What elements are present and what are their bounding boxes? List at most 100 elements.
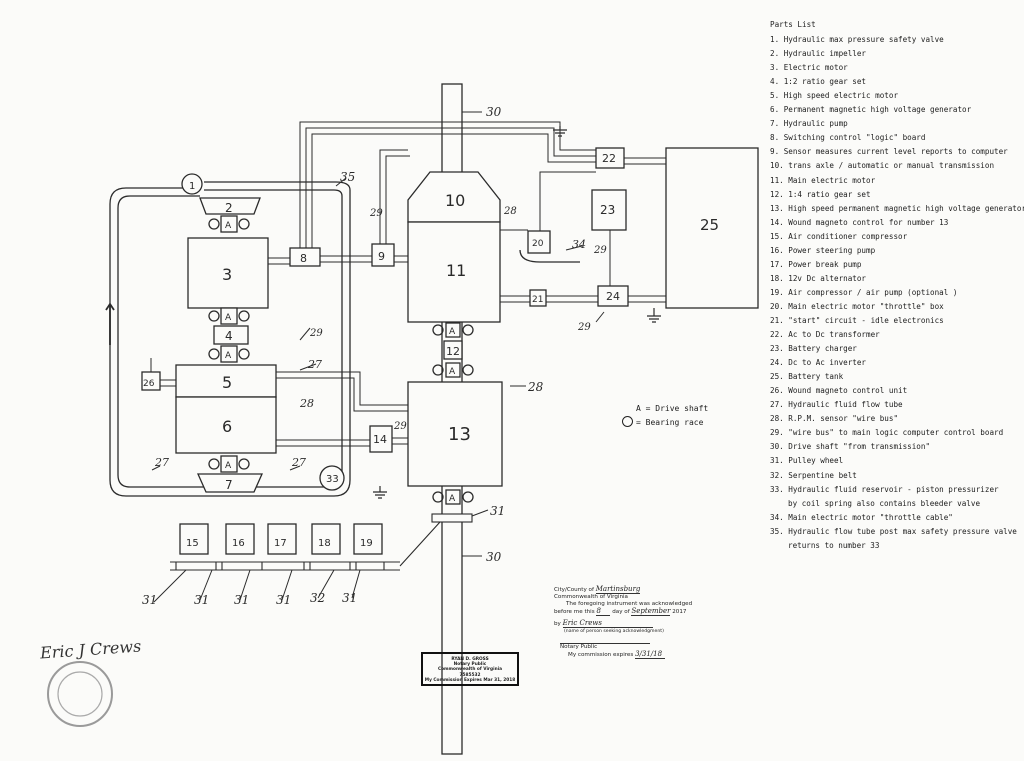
label-29a: 29 bbox=[309, 328, 323, 339]
stamp-name: RYAN D. GROSS bbox=[451, 657, 489, 662]
label-13: 13 bbox=[448, 424, 471, 445]
parts-list-item: 13. High speed permanent magnetic high v… bbox=[770, 203, 1024, 213]
label-4: 4 bbox=[225, 329, 233, 343]
flow-arrow bbox=[105, 302, 115, 345]
ack-line2-prefix: before me this bbox=[554, 609, 595, 615]
ack-expires-value: 3/31/18 bbox=[635, 651, 666, 659]
ground-symbols bbox=[373, 126, 661, 499]
label-30a: 30 bbox=[486, 105, 502, 119]
label-6: 6 bbox=[222, 417, 232, 436]
parts-list-item: 9. Sensor measures current level reports… bbox=[770, 147, 1008, 157]
ack-by: by Eric Crews bbox=[554, 620, 684, 628]
parts-list-item: 7. Hydraulic pump bbox=[770, 119, 848, 129]
bearing-race-icon bbox=[622, 416, 633, 427]
ack-expires: My commission expires 3/31/18 bbox=[554, 651, 684, 659]
label-18: 18 bbox=[318, 538, 331, 549]
parts-list-item: 5. High speed electric motor bbox=[770, 91, 899, 101]
parts-list-item: 35. Hydraulic flow tube post max safety … bbox=[770, 526, 1017, 536]
parts-list-item: 14. Wound magneto control for number 13 bbox=[770, 217, 949, 227]
label-29e: 29 bbox=[393, 421, 407, 432]
parts-list-item: 24. Dc to Ac inverter bbox=[770, 358, 867, 368]
wire-buses bbox=[150, 121, 666, 447]
parts-list-item: by coil spring also contains bleeder val… bbox=[788, 498, 981, 508]
reservoir-33 bbox=[319, 465, 345, 491]
parts-list-item: 11. Main electric motor bbox=[770, 175, 876, 185]
parts-list-item: 25. Battery tank bbox=[770, 372, 844, 382]
parts-list-item: 15. Air conditioner compressor bbox=[770, 231, 908, 241]
battery-tank-25 bbox=[665, 147, 759, 309]
label-a2: A bbox=[225, 313, 232, 323]
label-31c: 31 bbox=[234, 593, 249, 607]
parts-list-item: 22. Ac to Dc transformer bbox=[770, 330, 880, 340]
power-steering-16 bbox=[225, 523, 255, 555]
parts-list-item: 16. Power steering pump bbox=[770, 245, 876, 255]
label-33: 33 bbox=[326, 474, 339, 485]
label-12: 12 bbox=[446, 345, 460, 358]
bearing-races-left bbox=[208, 218, 250, 470]
label-28c: 28 bbox=[503, 206, 517, 217]
label-15: 15 bbox=[186, 538, 199, 549]
ac-compressor-15 bbox=[179, 523, 209, 555]
generator-13 bbox=[407, 381, 503, 487]
ack-city-value: Martinsburg bbox=[595, 585, 641, 594]
start-circuit-21 bbox=[529, 289, 547, 307]
generator-6 bbox=[175, 396, 277, 454]
parts-list-item: 30. Drive shaft "from transmission" bbox=[770, 442, 931, 452]
brake-pump-17 bbox=[267, 523, 297, 555]
leader-lines bbox=[151, 111, 605, 603]
label-31d: 31 bbox=[276, 593, 291, 607]
label-32: 32 bbox=[310, 591, 325, 605]
parts-list-item: 19. Air compressor / air pump (optional … bbox=[770, 287, 958, 297]
parts-list-item: 10. trans axle / automatic or manual tra… bbox=[770, 161, 995, 171]
label-34: 34 bbox=[572, 238, 586, 251]
label-a1: A bbox=[225, 221, 232, 231]
label-19: 19 bbox=[360, 538, 373, 549]
air-pump-19 bbox=[353, 523, 383, 555]
label-a4: A bbox=[225, 461, 232, 471]
bearing-races-right bbox=[432, 324, 474, 503]
label-27b: 27 bbox=[291, 456, 306, 469]
label-35: 35 bbox=[340, 170, 355, 184]
label-17: 17 bbox=[274, 538, 287, 549]
parts-list-item: 12. 1:4 ratio gear set bbox=[770, 189, 871, 199]
label-8: 8 bbox=[300, 252, 307, 265]
logic-board-8 bbox=[289, 247, 321, 267]
label-20: 20 bbox=[532, 239, 544, 249]
label-24: 24 bbox=[606, 290, 620, 303]
label-22: 22 bbox=[602, 152, 616, 165]
legend: A = Drive shaft = Bearing race bbox=[622, 402, 708, 430]
gear-set-12 bbox=[443, 340, 463, 360]
parts-list-item: 26. Wound magneto control unit bbox=[770, 386, 908, 396]
parts-list-item: 32. Serpentine belt bbox=[770, 470, 857, 480]
magneto-control-14 bbox=[369, 425, 393, 453]
label-28a: 28 bbox=[299, 397, 314, 410]
label-27c: 27 bbox=[307, 358, 322, 371]
parts-list-item: 17. Power break pump bbox=[770, 259, 862, 269]
ack-city-label: City/County of bbox=[554, 587, 594, 593]
ack-day: 8 bbox=[596, 608, 611, 616]
ack-name-note: (name of person seeking acknowledgment) bbox=[564, 629, 664, 634]
stamp-reg: 7585532 bbox=[459, 672, 481, 678]
parts-list-item: returns to number 33 bbox=[788, 540, 880, 550]
parts-list-title: Parts List bbox=[770, 20, 816, 29]
label-2: 2 bbox=[225, 201, 233, 215]
parts-list-item: 33. Hydraulic fluid reservoir - piston p… bbox=[770, 484, 999, 494]
ack-by-value: Eric Crews bbox=[562, 620, 653, 628]
stamp-state: Commonwealth of Virginia bbox=[437, 667, 503, 673]
notary-acknowledgment: City/County of Martinsburg Commonwealth … bbox=[554, 585, 692, 659]
pump-7 bbox=[196, 473, 264, 493]
label-31b: 31 bbox=[194, 593, 209, 607]
charger-23 bbox=[591, 189, 627, 231]
parts-list-item: 21. "start" circuit - idle electronics bbox=[770, 315, 944, 325]
label-26: 26 bbox=[143, 379, 155, 389]
label-31a: 31 bbox=[142, 593, 157, 607]
throttle-box-20 bbox=[527, 230, 551, 254]
parts-list: Parts List 1. Hydraulic max pressure saf… bbox=[770, 18, 1024, 553]
parts-list-item: 29. "wire bus" to main logic computer co… bbox=[770, 428, 1004, 438]
label-30b: 30 bbox=[486, 550, 502, 564]
pulley-belt-32 bbox=[170, 513, 473, 571]
safety-valve-1 bbox=[181, 173, 203, 195]
gear-set-4 bbox=[213, 325, 249, 345]
